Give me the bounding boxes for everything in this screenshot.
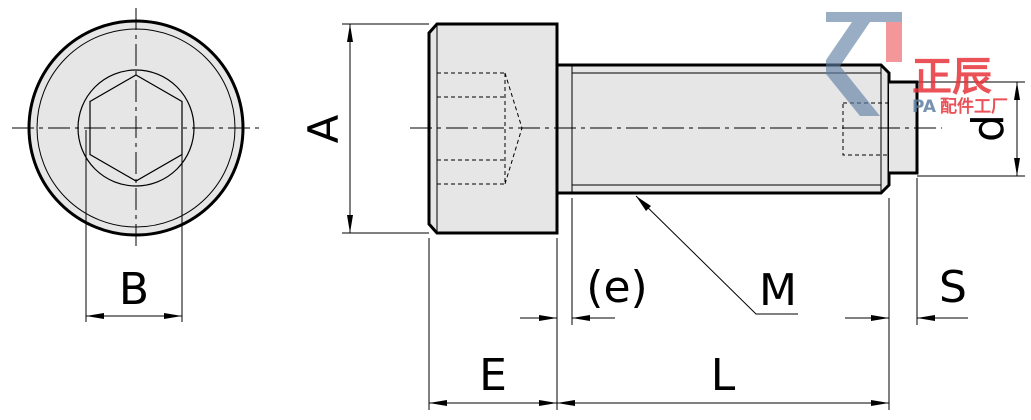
dim-e-arrow-right [572, 315, 590, 321]
dim-e-head-arrow-right [539, 400, 557, 406]
dim-b-label: B [119, 264, 149, 315]
dim-b-arrow-right [164, 313, 182, 319]
dim-l-label: L [711, 350, 736, 401]
dim-a-arrow-bottom [347, 215, 353, 233]
logo-mark [826, 12, 902, 116]
dim-s-label: S [939, 262, 967, 313]
dim-e-head-arrow-left [429, 400, 447, 406]
logo-mark-accent [886, 22, 902, 62]
dim-d-arrow-bottom [1014, 158, 1020, 176]
side-view [410, 22, 942, 235]
dim-m-leader-arrow [636, 196, 651, 211]
dim-l-arrow-left [557, 400, 575, 406]
dim-d-arrow-top [1014, 82, 1020, 100]
brand-logo: 正辰 PA 配件工厂 [826, 12, 1008, 117]
logo-main-text: 正辰 [912, 54, 992, 100]
dim-e-arrow-left [539, 315, 557, 321]
dim-l-arrow-right [871, 400, 889, 406]
dim-d-label: d [963, 114, 1014, 142]
dimensions: A d (e) M S E [299, 23, 1025, 410]
dim-e-head-label: E [479, 350, 507, 401]
dim-a-arrow-top [347, 24, 353, 42]
dim-s-arrow-right [917, 315, 935, 321]
end-view: B [12, 8, 262, 322]
logo-sub-text: 配件工厂 [940, 96, 1008, 117]
dim-a-label: A [299, 114, 348, 143]
logo-sub-prefix: PA [912, 97, 937, 117]
dim-b-arrow-left [86, 313, 104, 319]
dim-m-leader [635, 195, 798, 315]
dim-s-arrow-left [871, 315, 889, 321]
dim-m-label: M [759, 265, 797, 316]
dim-e-label: (e) [586, 262, 647, 313]
